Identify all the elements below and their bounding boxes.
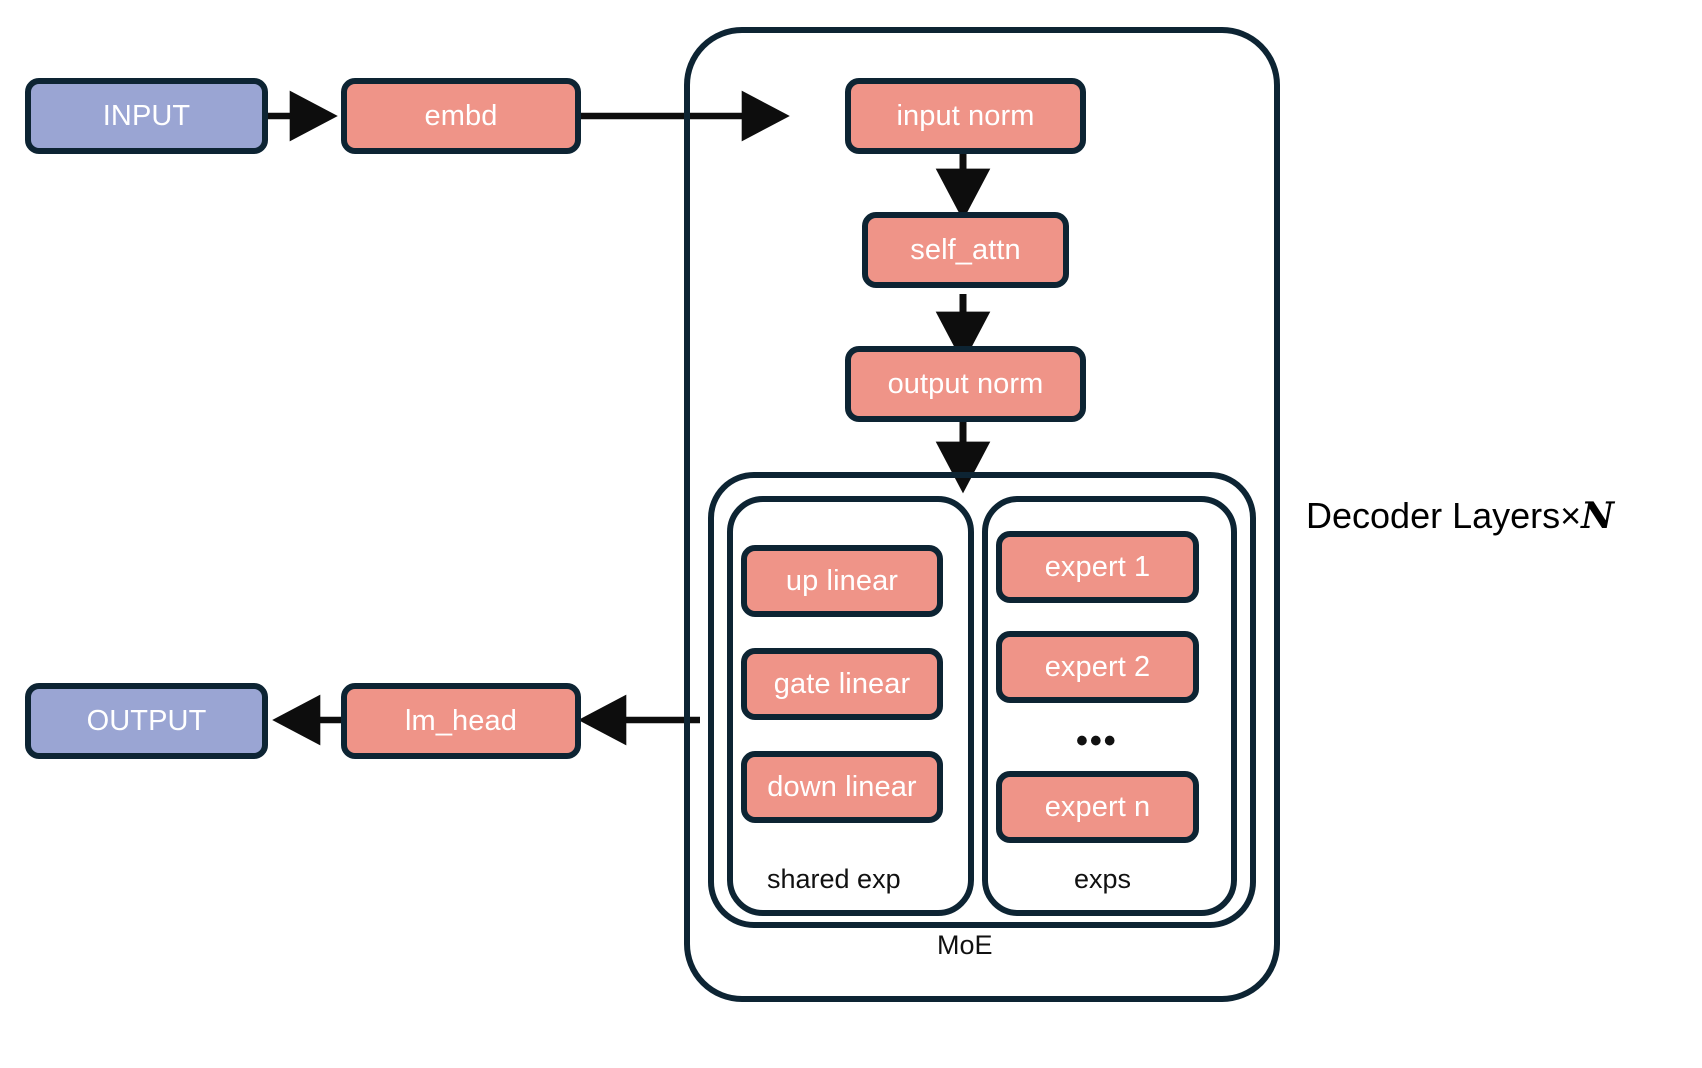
gate-linear-label: gate linear [773,667,911,700]
expert-1-label: expert 1 [1044,550,1151,583]
up-linear-label: up linear [785,564,899,597]
input-norm-label: input norm [896,99,1035,132]
input-node-label: INPUT [102,99,191,132]
moe-container [708,472,1256,928]
input-node[interactable]: INPUT [25,78,268,154]
expert-n-node[interactable]: expert n [996,771,1199,843]
down-linear-node[interactable]: down linear [741,751,943,823]
decoder-layers-side-label: Decoder Layers×N [1306,495,1615,537]
self-attn-node[interactable]: self_attn [862,212,1069,288]
output-norm-node[interactable]: output norm [845,346,1086,422]
lm-head-node-label: lm_head [405,704,517,737]
expert-2-label: expert 2 [1044,650,1151,683]
expert-n-label: expert n [1044,790,1151,823]
experts-caption: exps [1074,864,1132,894]
lm-head-node[interactable]: lm_head [341,683,581,759]
embd-node[interactable]: embd [341,78,581,154]
up-linear-node[interactable]: up linear [741,545,943,617]
output-norm-label: output norm [887,367,1044,400]
input-norm-node[interactable]: input norm [845,78,1086,154]
decoder-layers-side-label-text: Decoder Layers× [1306,495,1582,536]
shared-expert-caption: shared exp [767,864,901,894]
gate-linear-node[interactable]: gate linear [741,648,943,720]
decoder-layers-container [684,27,1280,1002]
expert-2-node[interactable]: expert 2 [996,631,1199,703]
output-node[interactable]: OUTPUT [25,683,268,759]
moe-caption: MoE [937,930,993,960]
shared-expert-container [727,496,974,916]
decoder-layers-count-variable: N [1581,495,1615,537]
embd-node-label: embd [424,99,498,132]
experts-container [982,496,1237,916]
self-attn-label: self_attn [910,233,1021,266]
down-linear-label: down linear [767,770,917,803]
experts-ellipsis: ••• [1076,722,1118,760]
output-node-label: OUTPUT [86,704,207,737]
expert-1-node[interactable]: expert 1 [996,531,1199,603]
